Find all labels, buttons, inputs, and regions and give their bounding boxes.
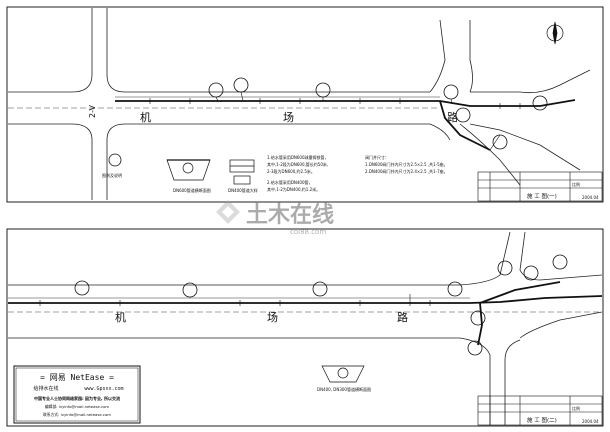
title-block-1 bbox=[477, 171, 603, 202]
scale-label-1: 比例 bbox=[572, 181, 580, 187]
road-char-3: 路 bbox=[447, 111, 458, 124]
pipeline-1 bbox=[115, 99, 576, 151]
note-line: 2-3段为DN600,约2.5米。 bbox=[267, 168, 315, 174]
sheet-2: 机 场 路 DN400, DN300管道横断面图 = 网易 NetEase = … bbox=[6, 228, 604, 427]
cross-road-label: 2-V bbox=[88, 104, 97, 118]
pipe-section-detail-2 bbox=[321, 365, 365, 383]
netease-line2: 编辑部: lvyinfo@mail.netease.com bbox=[45, 404, 110, 409]
title-block-2 bbox=[477, 395, 603, 426]
north-arrow-icon bbox=[546, 21, 564, 45]
drawing-title-2: 施 工 图(二) bbox=[527, 416, 557, 424]
scale-label-2: 比例 bbox=[572, 405, 580, 411]
note-line: 1.给水管采用DN600球墨铸铁管， bbox=[267, 154, 329, 160]
section-label-2: DN400, DN300管道横断面图 bbox=[317, 386, 371, 392]
netease-title: = 网易 NetEase = bbox=[40, 373, 114, 382]
note-line: 2.DN400阀门井内尺寸为2.4×2.5 ,共1-7座。 bbox=[365, 168, 448, 174]
notes-right-1: 阀门井尺寸: 1.DN600阀门井内尺寸为2.5×2.5 ,共1-5座。 2.D… bbox=[365, 154, 448, 174]
main-road-1 bbox=[200, 19, 591, 186]
pipe-small-detail-1 bbox=[229, 159, 255, 185]
notes-left-1: 1.给水管采用DN600球墨铸铁管， 其中,1-2段为DN600,管长约50米,… bbox=[267, 154, 329, 192]
pipeline-ticks-1 bbox=[149, 98, 521, 109]
watermark-sub: coi88.com bbox=[290, 228, 326, 236]
note-line: 2.给水管采用DN400管， bbox=[267, 179, 313, 185]
note-line: 1.DN600阀门井内尺寸为2.5×2.5 ,共1-5座。 bbox=[365, 161, 448, 167]
note-line: 其中,1-2为DN400,约1.2米。 bbox=[267, 186, 320, 192]
watermark-text: 土木在线 bbox=[246, 202, 334, 228]
sheet-1: 机 场 路 2-V DN600管道横断面图 DN400管道大样 图例及说明 1.… bbox=[6, 6, 604, 203]
detail-label-1: DN600管道横断面图 bbox=[173, 187, 211, 193]
watermark-logo-icon bbox=[216, 200, 240, 224]
road-char-1: 机 bbox=[140, 110, 151, 124]
watermark: 土木在线 coi88.com bbox=[216, 200, 334, 236]
valve-details-2 bbox=[74, 254, 568, 356]
date-1: 2004.04 bbox=[582, 195, 599, 200]
netease-line1: 中国专业人士协同网络家园: 因为专业, 所以交流 bbox=[34, 395, 120, 401]
main-road-2 bbox=[8, 231, 603, 425]
pipe-section-detail-1 bbox=[166, 159, 211, 181]
note-line: 其中,1-2段为DN600,管长约50米, bbox=[267, 161, 328, 167]
valve-details-1 bbox=[108, 77, 548, 167]
drawing-title-1: 施 工 图(一) bbox=[527, 192, 557, 200]
netease-url: www.Gpsxx.com bbox=[84, 386, 123, 392]
pipeline-2 bbox=[8, 281, 603, 346]
road-char-2-2: 场 bbox=[267, 310, 278, 324]
note-line: 阀门井尺寸: bbox=[365, 154, 386, 160]
cross-road-left bbox=[8, 8, 430, 200]
sheet-1-border bbox=[6, 6, 604, 203]
pipeline-ticks-2 bbox=[39, 294, 431, 306]
road-char-2-3: 路 bbox=[397, 311, 408, 324]
road-char-2: 场 bbox=[283, 110, 294, 124]
road-char-2-1: 机 bbox=[115, 310, 126, 324]
detail-label-2: DN400管道大样 bbox=[228, 187, 258, 193]
date-2: 2004.04 bbox=[582, 419, 599, 424]
legend-label: 图例及说明 bbox=[102, 172, 122, 178]
valve-leaders-1 bbox=[215, 91, 501, 151]
sheet-2-border bbox=[6, 228, 604, 427]
netease-subtitle: 给排水在线 bbox=[33, 385, 58, 392]
netease-line3: 联系方式: lvyinfo@mail.netease.com bbox=[43, 412, 111, 417]
netease-stamp: = 网易 NetEase = 给排水在线 www.Gpsxx.com 中国专业人… bbox=[13, 365, 141, 424]
